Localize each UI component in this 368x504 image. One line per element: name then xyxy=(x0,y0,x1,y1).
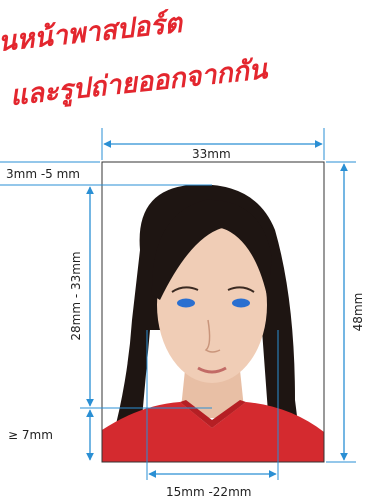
photo-frame xyxy=(101,161,325,463)
mouth xyxy=(197,366,227,374)
bottom-margin-label: ≥ 7mm xyxy=(8,428,53,442)
face-width-label: 15mm -22mm xyxy=(166,485,252,499)
right-eyebrow xyxy=(227,286,255,293)
photo-width-label: 33mm xyxy=(192,147,231,161)
collar xyxy=(180,400,246,428)
top-margin-label: 3mm -5 mm xyxy=(6,167,80,181)
neck xyxy=(180,370,245,418)
right-eye xyxy=(232,298,250,308)
shirt xyxy=(102,402,324,462)
head-height-label: 28mm - 33mm xyxy=(69,251,83,341)
bangs xyxy=(151,199,272,300)
nose xyxy=(204,319,221,353)
photo-height-label: 48mm xyxy=(351,292,365,332)
left-eyebrow xyxy=(171,286,199,293)
face xyxy=(157,227,267,383)
left-eye xyxy=(177,298,195,308)
portrait-photo xyxy=(102,162,324,462)
